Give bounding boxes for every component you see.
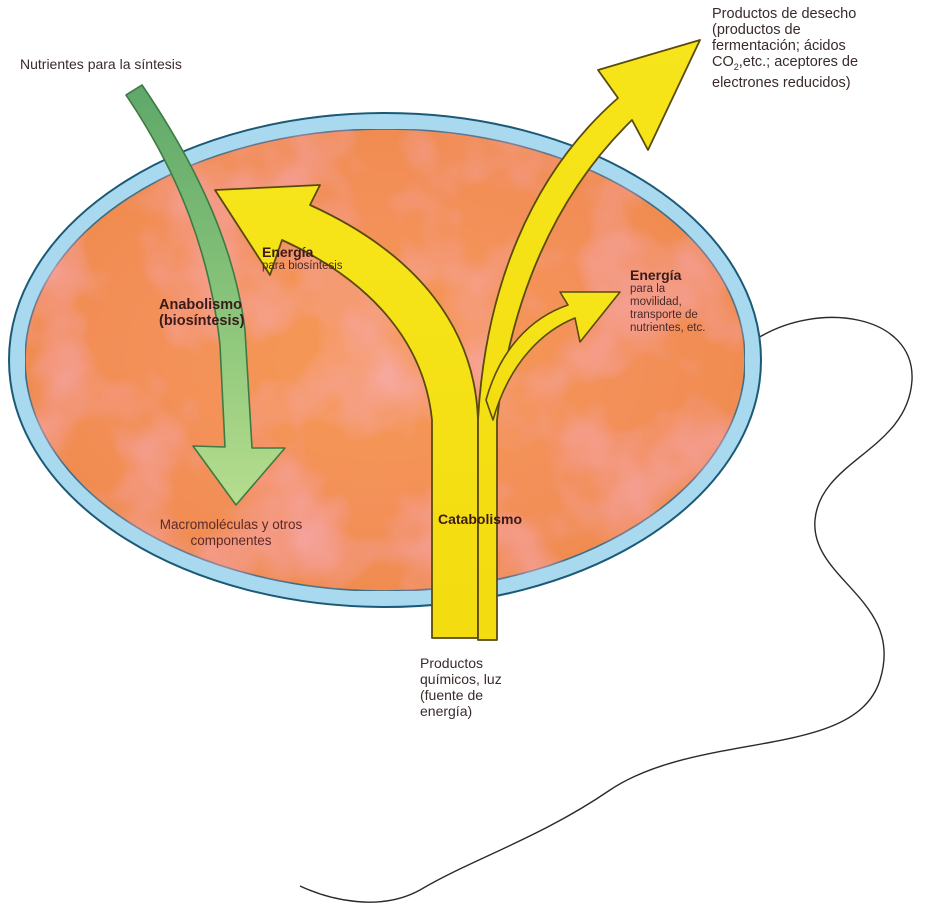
energy-motility-title: Energía xyxy=(630,267,705,283)
energy-biosynthesis-title: Energía xyxy=(262,244,343,260)
nutrients-label: Nutrientes para la síntesis xyxy=(20,57,182,72)
anabolism-label: Anabolismo (biosíntesis) xyxy=(159,297,244,329)
waste-line-3: fermentación; ácidos xyxy=(712,38,858,54)
energy-source-label: Productos químicos, luz (fuente de energ… xyxy=(420,655,502,719)
waste-co: CO xyxy=(712,54,734,70)
waste-line-5: electrones reducidos) xyxy=(712,75,858,91)
energy-motility-label: Energía para la movilidad, transporte de… xyxy=(630,267,705,335)
waste-products-label: Productos de desecho (productos de ferme… xyxy=(712,6,858,91)
waste-line-2: (productos de xyxy=(712,22,858,38)
energy-biosynthesis-label: Energía para biosíntesis xyxy=(262,244,343,273)
catabolism-label: Catabolismo xyxy=(438,511,522,527)
cytoplasm xyxy=(25,129,745,591)
waste-line-4-rest: ,etc.; aceptores de xyxy=(739,54,858,70)
waste-title: Productos de desecho xyxy=(712,6,858,22)
macromolecules-label: Macromoléculas y otros componentes xyxy=(146,517,316,549)
waste-line-4: CO2,etc.; aceptores de xyxy=(712,54,858,75)
energy-biosynthesis-sub: para biosíntesis xyxy=(262,260,343,273)
energy-motility-sub: para la movilidad, transporte de nutrien… xyxy=(630,283,705,335)
